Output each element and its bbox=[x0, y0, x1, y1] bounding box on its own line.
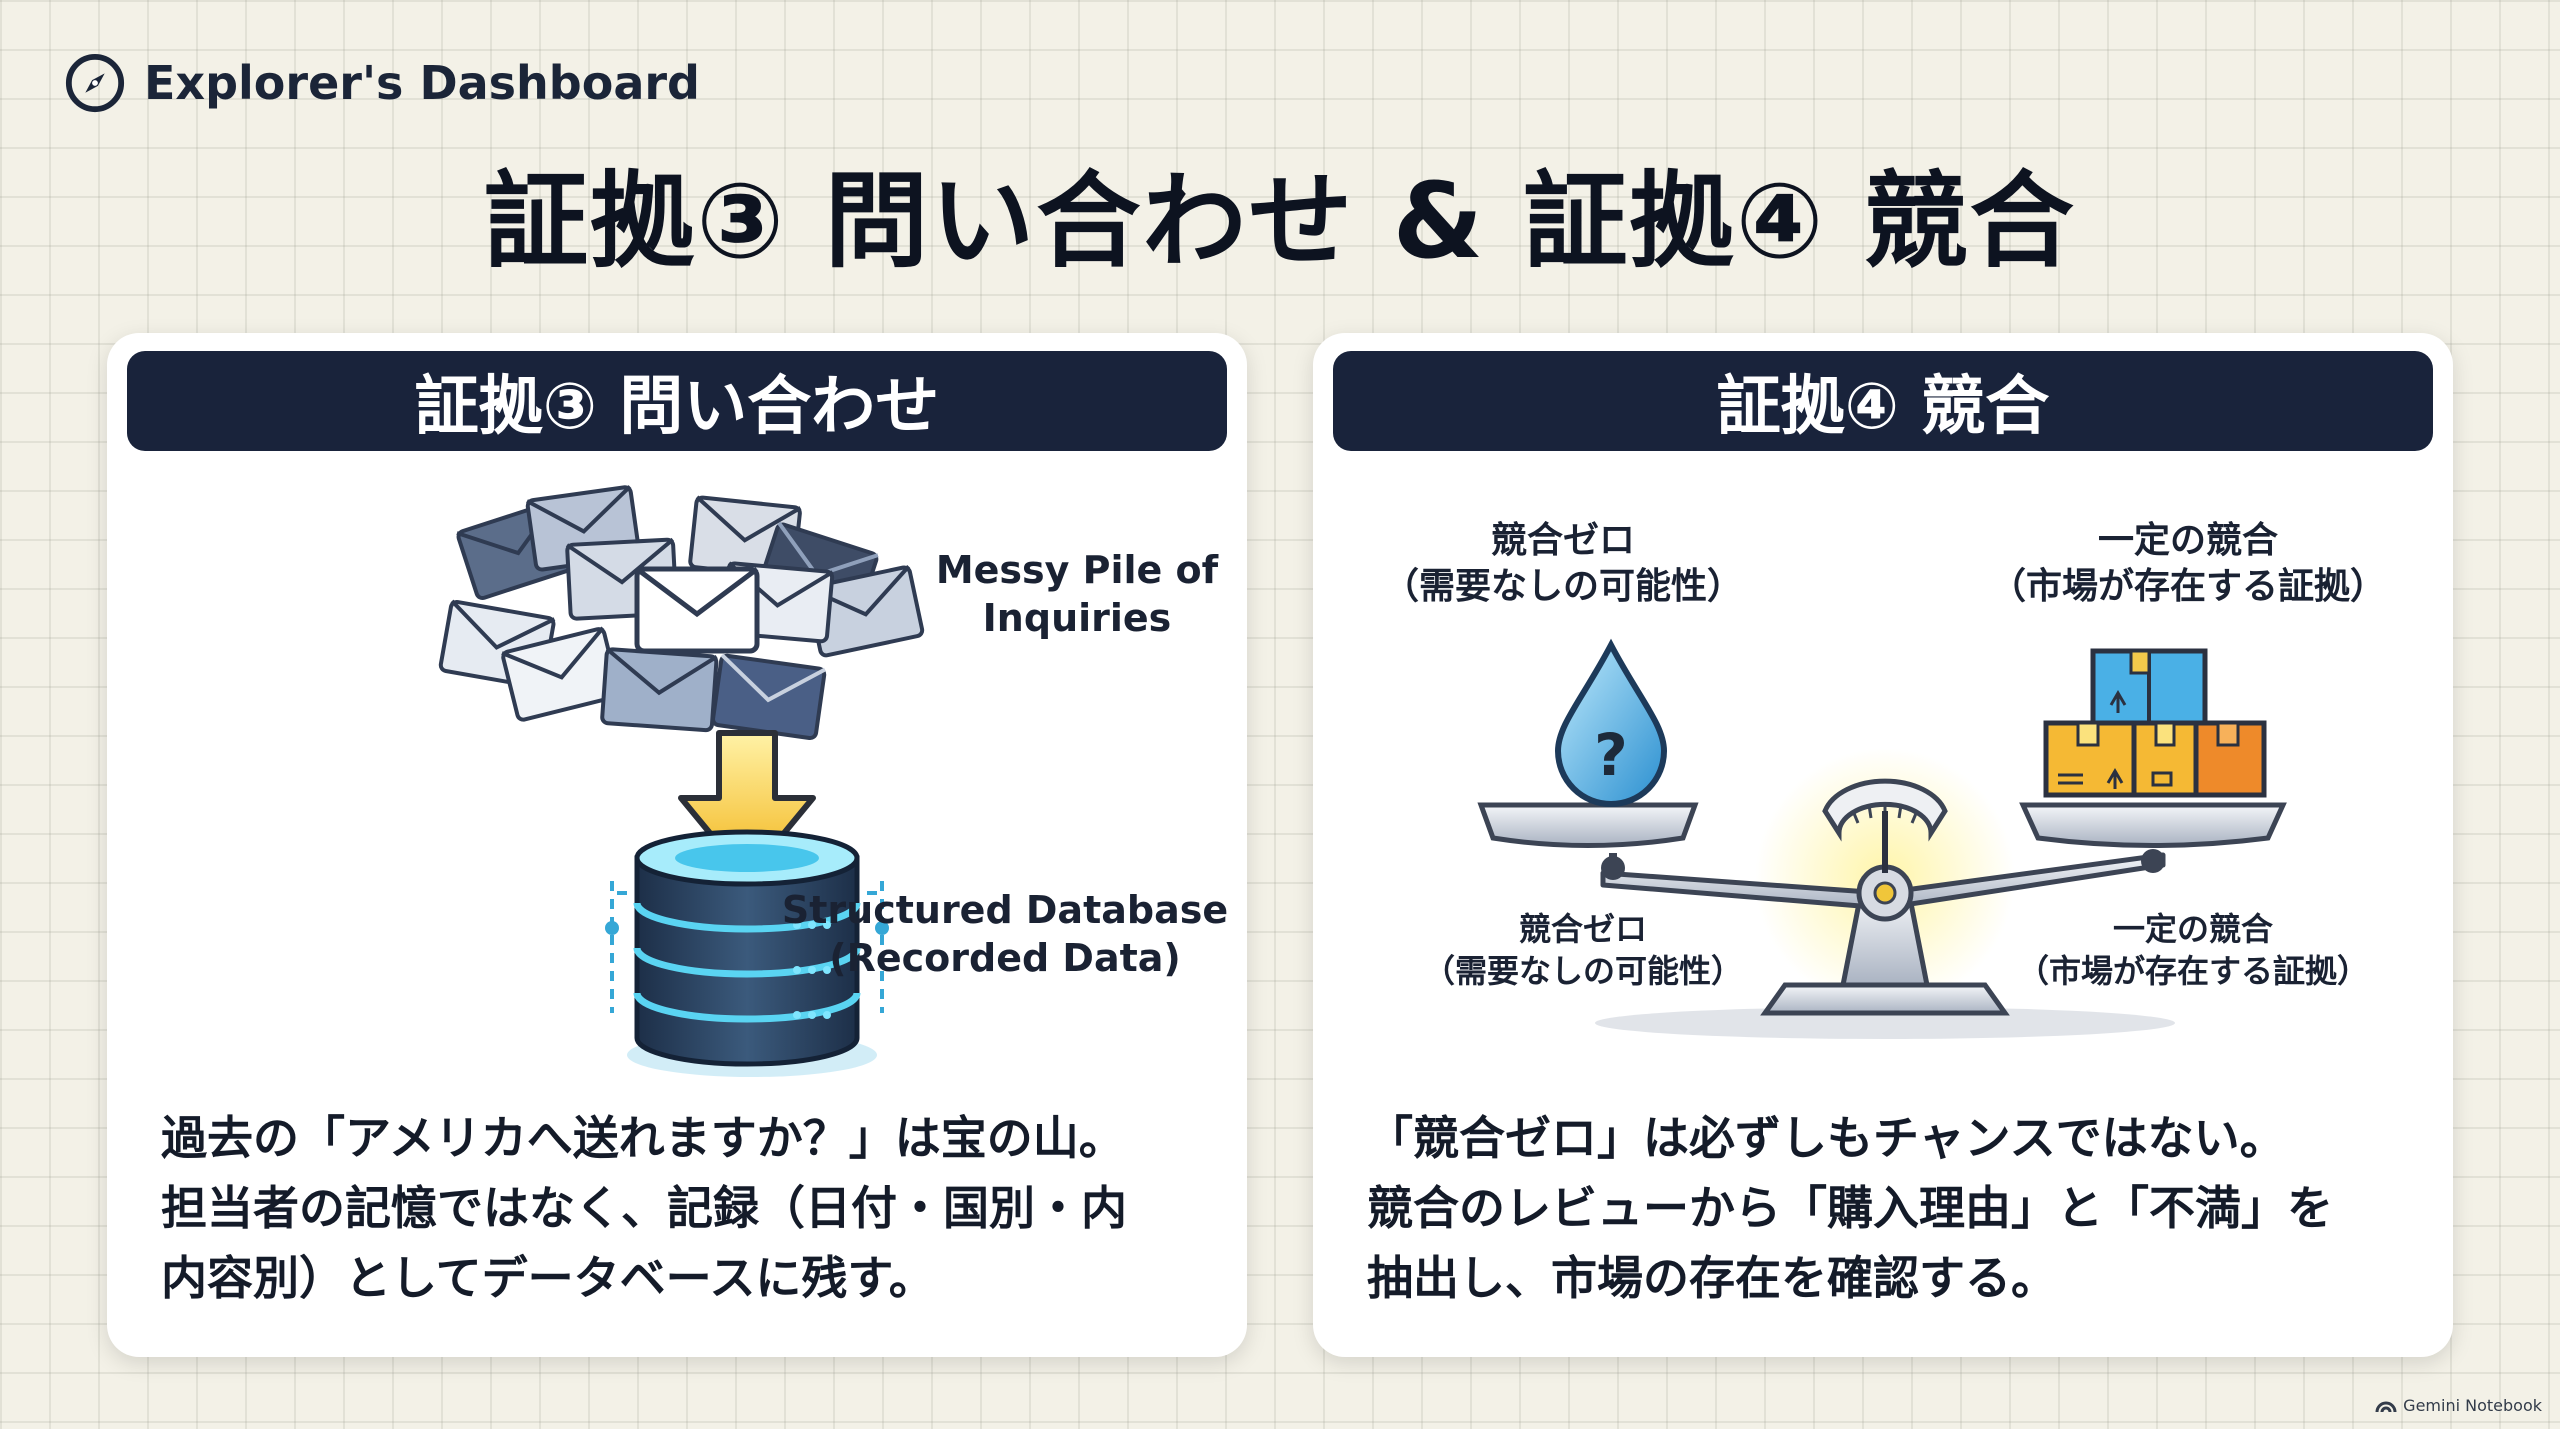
competition-description: 「競合ゼロ」は必ずしもチャンスではない。 競合のレビューから「購入理由」と「不満… bbox=[1367, 1111, 2333, 1305]
brand: Explorer's Dashboard bbox=[64, 52, 700, 114]
footer-text: Gemini Notebook bbox=[2403, 1396, 2542, 1415]
water-drop-icon: ? bbox=[1554, 638, 1668, 807]
envelope-pile-icon bbox=[438, 485, 925, 741]
competition-card: 証拠④ 競合 bbox=[1313, 333, 2453, 1357]
inquiries-description: 過去の「アメリカへ送れますか？」は宝の山。 担当者の記憶ではなく、記録（日付・国… bbox=[161, 1111, 1127, 1305]
database-label: Structured Database (Recorded Data) bbox=[781, 888, 1229, 980]
database-icon bbox=[605, 829, 889, 1077]
zero-competition-label-bottom: 競合ゼロ （需要なしの可能性） bbox=[1422, 910, 1743, 990]
svg-text:?: ? bbox=[1594, 721, 1628, 789]
messy-pile-label: Messy Pile of Inquiries bbox=[935, 548, 1219, 640]
notebook-logo-icon bbox=[2375, 1401, 2397, 1412]
cardboard-boxes-icon bbox=[2043, 648, 2267, 798]
footer-credit: Gemini Notebook bbox=[2375, 1396, 2542, 1415]
inquiries-illustration bbox=[438, 485, 925, 1077]
inquiries-card-title: 証拠③ 問い合わせ bbox=[127, 351, 1227, 451]
inquiries-card: 証拠③ 問い合わせ bbox=[107, 333, 1247, 1357]
competition-card-title: 証拠④ 競合 bbox=[1333, 351, 2433, 451]
page-title: 証拠③ 問い合わせ & 証拠④ 競合 bbox=[484, 160, 2076, 282]
zero-competition-label-top: 競合ゼロ （需要なしの可能性） bbox=[1382, 520, 1743, 607]
compass-icon bbox=[65, 53, 125, 113]
brand-name: Explorer's Dashboard bbox=[144, 56, 700, 110]
some-competition-label-bottom: 一定の競合 （市場が存在する証拠） bbox=[2016, 910, 2369, 990]
balance-scale-icon bbox=[1477, 748, 2287, 1039]
some-competition-label-top: 一定の競合 （市場が存在する証拠） bbox=[1989, 520, 2386, 607]
balance-scale-illustration: ? bbox=[1477, 638, 2287, 1039]
